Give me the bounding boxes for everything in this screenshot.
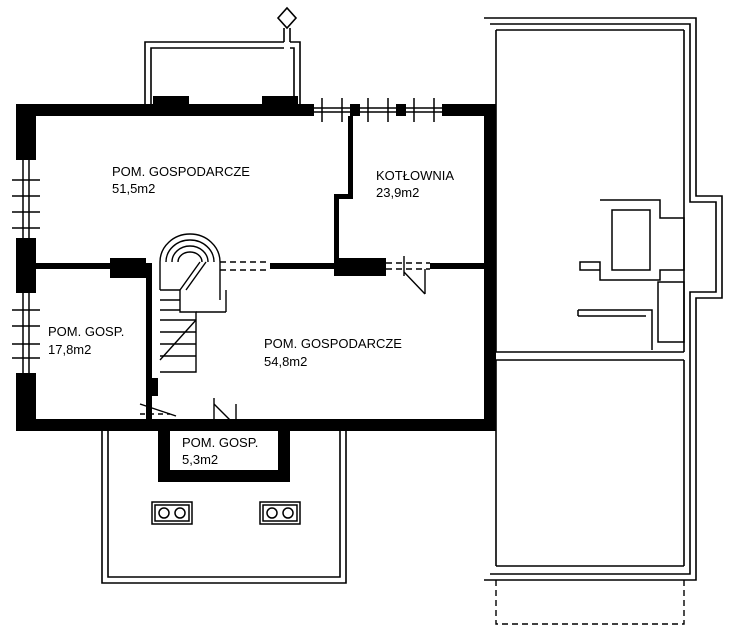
doors — [139, 256, 430, 430]
windows-top — [314, 98, 442, 122]
annex-chimney-block — [577, 199, 685, 350]
interior-walls — [36, 116, 484, 423]
room-name: POM. GOSP. — [48, 324, 124, 339]
top-wall-piers — [153, 96, 298, 108]
upper-outline — [144, 41, 301, 104]
lower-terrace — [101, 431, 347, 584]
chimney-vent — [276, 6, 298, 42]
room-area: 51,5m2 — [112, 181, 155, 196]
room-area: 17,8m2 — [48, 342, 91, 357]
room-name: POM. GOSP. — [182, 435, 258, 450]
room-area: 23,9m2 — [376, 185, 419, 200]
windows-left — [12, 160, 40, 373]
room-name: POM. GOSPODARCZE — [112, 164, 250, 179]
small-storage — [158, 431, 290, 482]
annex-extension — [495, 580, 685, 625]
right-annex — [484, 17, 723, 581]
room-name: KOTŁOWNIA — [376, 168, 454, 183]
terrace-vents — [151, 501, 301, 525]
room-area: 54,8m2 — [264, 354, 307, 369]
room-area: 5,3m2 — [182, 452, 218, 467]
staircase — [159, 233, 270, 373]
room-name: POM. GOSPODARCZE — [264, 336, 402, 351]
